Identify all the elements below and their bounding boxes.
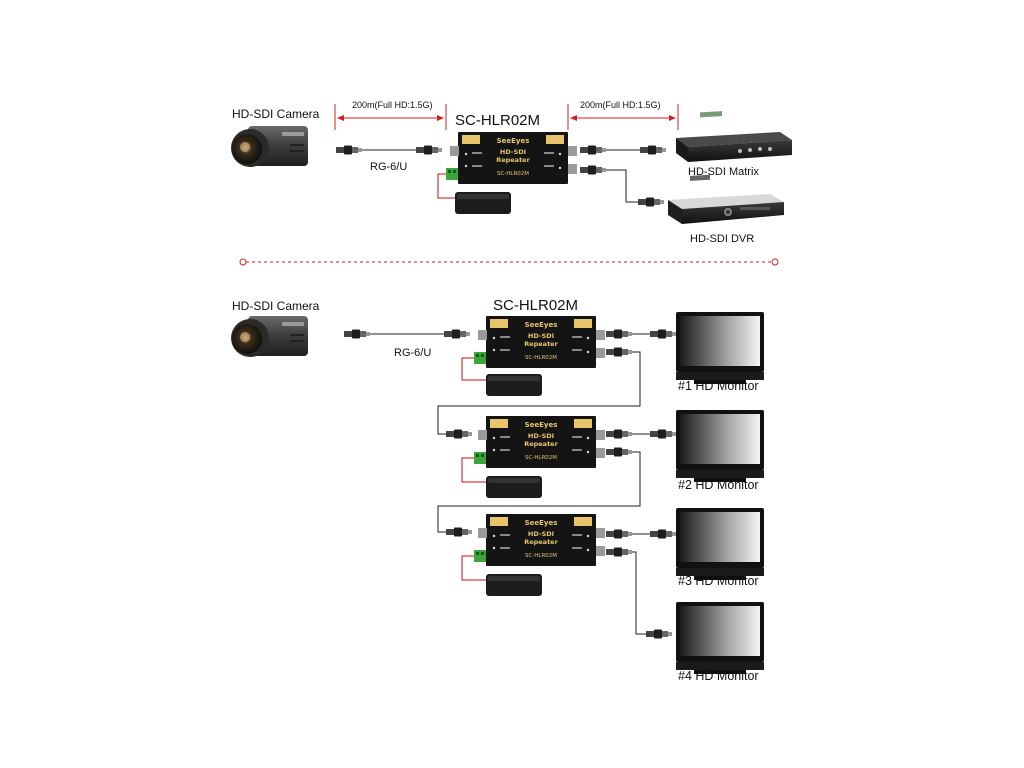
dimension-right [567, 104, 679, 130]
bottom-section: HD-SDI Camera SC-HLR02M RG-6/U #1 HD Mon… [231, 297, 764, 683]
monitor-1-label: #1 HD Monitor [678, 379, 759, 393]
bnc-connector-icon [606, 529, 632, 539]
distance-left-label: 200m(Full HD:1.5G) [352, 100, 433, 110]
bnc-connector-icon [416, 145, 442, 155]
matrix-label: HD-SDI Matrix [688, 166, 759, 178]
dvr-icon [668, 174, 784, 224]
bnc-connector-icon [650, 329, 676, 339]
bnc-connector-icon [640, 145, 666, 155]
bottom-cable-label: RG-6/U [394, 347, 431, 359]
dvr-label: HD-SDI DVR [690, 233, 754, 245]
monitor-4-label: #4 HD Monitor [678, 669, 759, 683]
power-adapter-icon [455, 192, 511, 214]
repeater-icon [474, 514, 605, 566]
bnc-connector-icon [344, 329, 370, 339]
bnc-connector-icon [606, 547, 632, 557]
monitor-icon [676, 410, 764, 482]
repeater-icon [446, 132, 577, 184]
monitor-icon [676, 602, 764, 674]
monitor-icon [676, 312, 764, 384]
bnc-connector-icon [646, 629, 672, 639]
bnc-connector-icon [638, 197, 664, 207]
monitor-2-label: #2 HD Monitor [678, 478, 759, 492]
top-repeater-model: SC-HLR02M [455, 112, 540, 129]
power-adapter-icon [486, 476, 542, 498]
power-adapter-icon [486, 574, 542, 596]
camera-icon [231, 126, 308, 167]
bnc-connector-icon [444, 329, 470, 339]
bnc-connector-icon [650, 529, 676, 539]
bnc-connector-icon [446, 527, 472, 537]
bnc-connector-icon [580, 165, 606, 175]
top-camera-label: HD-SDI Camera [232, 107, 320, 121]
bnc-connector-icon [650, 429, 676, 439]
section-separator [239, 258, 779, 266]
bnc-connector-icon [606, 429, 632, 439]
matrix-icon [676, 111, 792, 162]
bnc-connector-icon [446, 429, 472, 439]
top-section: HD-SDI Camera 200m(Full HD:1.5G) 200m(Fu… [231, 100, 792, 245]
repeater-icon [474, 416, 605, 468]
distance-right-label: 200m(Full HD:1.5G) [580, 100, 661, 110]
power-adapter-icon [486, 374, 542, 396]
bnc-connector-icon [606, 347, 632, 357]
monitor-3-label: #3 HD Monitor [678, 574, 759, 588]
bnc-connector-icon [606, 329, 632, 339]
bnc-connector-icon [580, 145, 606, 155]
bottom-camera-label: HD-SDI Camera [232, 299, 320, 313]
dimension-left [334, 104, 447, 130]
top-cable-label: RG-6/U [370, 161, 407, 173]
bnc-connector-icon [336, 145, 362, 155]
bottom-repeater-model: SC-HLR02M [493, 297, 578, 314]
repeater-icon [474, 316, 605, 368]
bnc-connector-icon [606, 447, 632, 457]
monitor-icon [676, 508, 764, 580]
camera-icon [231, 316, 308, 357]
